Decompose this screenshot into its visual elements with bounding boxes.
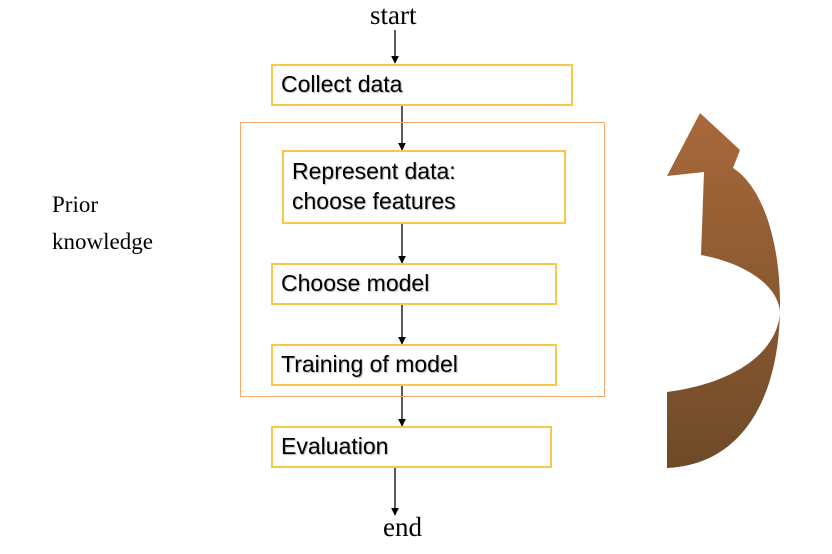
step-label: Training of model [281, 351, 458, 378]
step-label: Evaluation [281, 433, 389, 460]
iteration-group-box [240, 122, 605, 397]
step-label: Choose model [281, 270, 430, 297]
step-label: Represent data: choose features [292, 158, 456, 214]
step-label: Collect data [281, 71, 403, 98]
step-collect-data: Collect data [271, 64, 573, 106]
prior-knowledge-label: Prior knowledge [52, 192, 153, 254]
step-evaluation: Evaluation [271, 426, 552, 468]
end-label: end [383, 512, 422, 542]
step-represent-data: Represent data: choose features [282, 150, 566, 224]
step-choose-model: Choose model [271, 263, 557, 305]
start-label: start [370, 0, 417, 30]
step-training-of-model: Training of model [271, 344, 557, 386]
